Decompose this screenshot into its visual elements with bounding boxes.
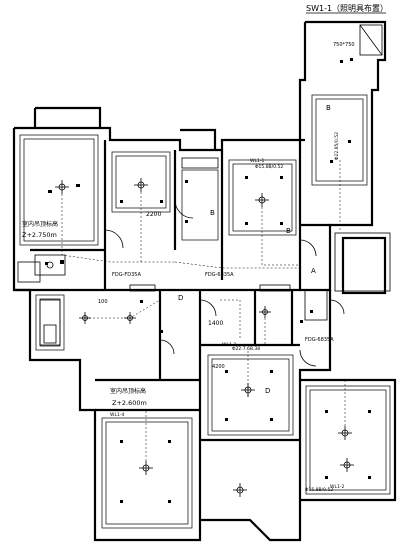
circuit-label: WL1-2 [330, 484, 344, 490]
fixture-spec: Φ22.7.6B.38 [232, 346, 260, 352]
wardrobe-hatch [129, 157, 328, 321]
ceiling-light-icon [134, 178, 148, 192]
ceiling-light-icon [259, 306, 271, 318]
ceiling-light-icon [233, 483, 247, 497]
circuit-label: WL1-3 [222, 342, 236, 348]
ceiling-elevation-label: 室内吊顶标高 [110, 387, 146, 395]
fixture-spec: Φ15.8B/0.52 [255, 164, 283, 170]
circuit-tag: B [210, 209, 215, 217]
ceiling-elevation-value: Z+2.600m [112, 399, 147, 407]
circuit-label: WL1-1 [250, 158, 264, 164]
fixture-spec: Φ22.85/0.52 [334, 132, 340, 160]
dimension-label: 750*750 [333, 42, 355, 48]
wiring-runs [61, 160, 346, 461]
circuit-tag: D [178, 294, 183, 302]
fixture-spec: Φ15.8B/0.52 [305, 487, 333, 493]
circuit-tag: B [326, 104, 331, 112]
circuit-tag: A [311, 267, 316, 275]
stairs [17, 254, 66, 346]
small-markers [45, 58, 371, 503]
power-label: FDG-FD35A [112, 272, 141, 278]
dimension-label: 4200 [212, 364, 225, 370]
dimension-label: 100 [98, 299, 108, 305]
dimension-label: 1400 [208, 320, 223, 327]
drawing-title: SW1-1（照明具布置） [306, 3, 388, 13]
ceiling-light-icon [241, 383, 255, 397]
doors [104, 199, 345, 367]
ceiling-light-icon [338, 426, 352, 440]
exterior-walls [12, 20, 397, 542]
circuit-tag: D [265, 387, 270, 395]
annotations: 室内吊顶标高 Z+2.750m 室内吊顶标高 Z+2.600m 2200 140… [22, 42, 355, 493]
ceiling-light-icon [255, 193, 269, 207]
ceiling-elevation-label: 室内吊顶标高 [22, 220, 58, 228]
power-label: FDG-6835A [205, 272, 234, 278]
ceiling-light-icon [340, 458, 354, 472]
ceiling-light-icon [139, 461, 153, 475]
dimension-label: 2200 [146, 211, 161, 218]
interior-walls [14, 138, 330, 520]
circuit-label: WL1-4 [110, 412, 124, 418]
ceiling-elevation-value: Z+2.750m [22, 231, 57, 239]
light-fixtures [55, 178, 354, 497]
ceiling-light-icon [55, 180, 69, 194]
ceiling-frames [19, 94, 391, 529]
power-label: FDG-6835A [305, 337, 334, 343]
circuit-tag: B [286, 227, 291, 235]
balcony-right [334, 24, 391, 295]
